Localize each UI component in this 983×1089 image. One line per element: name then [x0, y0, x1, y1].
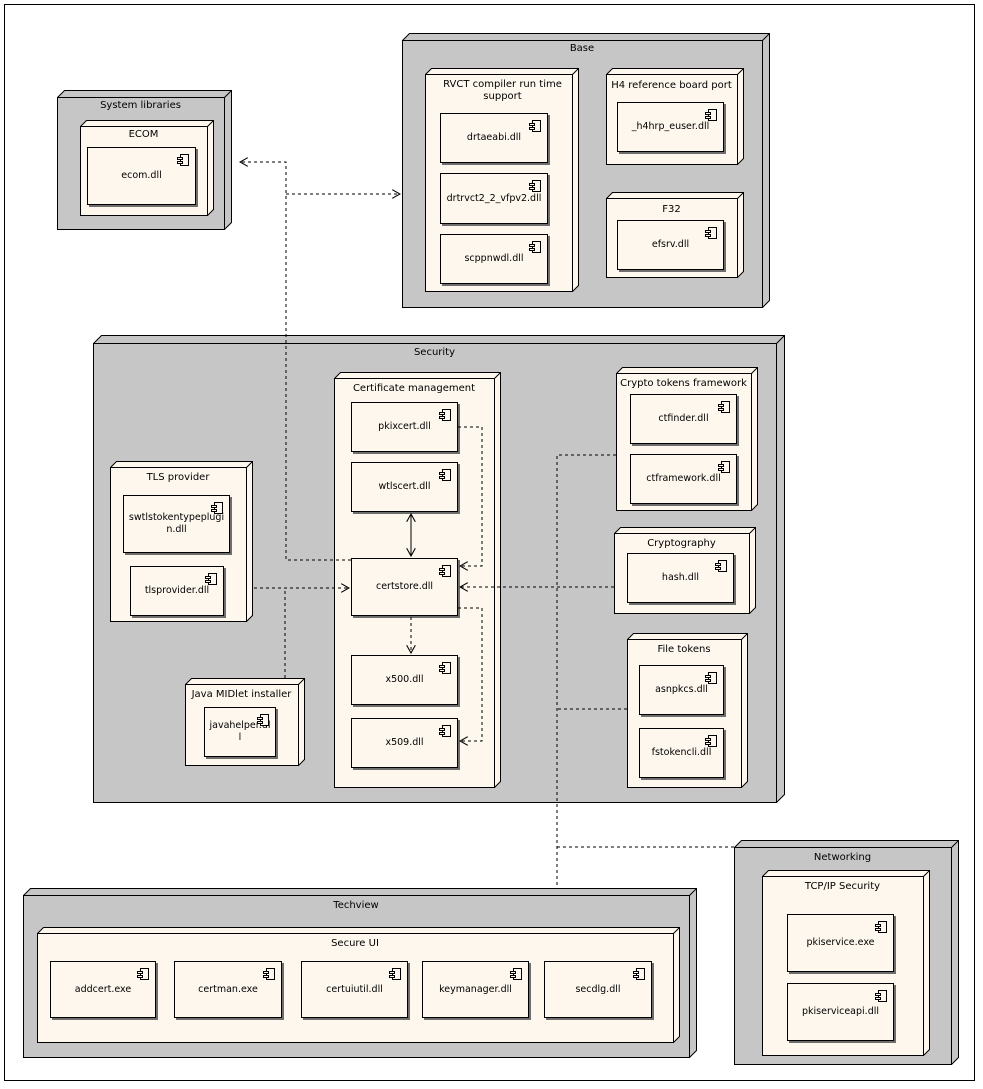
component-ctfinder-dll[interactable]: ctfinder.dll: [630, 394, 737, 444]
component-label: hash.dll: [661, 572, 700, 583]
component-label: addcert.exe: [74, 983, 132, 995]
node-title: TLS provider: [146, 472, 210, 483]
component-label: ctfinder.dll: [658, 413, 709, 424]
component-javahelper-dll[interactable]: javahelper.dll: [204, 707, 276, 757]
component-icon: [875, 990, 887, 1002]
component-x509-dll[interactable]: x509.dll: [351, 718, 458, 768]
component-icon: [439, 725, 451, 737]
node-title: Certificate management: [352, 383, 476, 394]
component-icon: [439, 662, 451, 674]
node-title: File tokens: [657, 644, 711, 655]
component-swtlstokentypeplugin-dll[interactable]: swtlstokentypeplugin.dll: [123, 495, 230, 553]
component-icon: [705, 109, 717, 121]
component-icon: [705, 227, 717, 239]
node-title: Security: [413, 347, 456, 358]
component-drtaeabi-dll[interactable]: drtaeabi.dll: [440, 113, 548, 163]
component-label: certstore.dll: [375, 581, 434, 592]
node-title: Java MIDlet installer: [191, 689, 292, 700]
component-label: drtaeabi.dll: [466, 132, 522, 143]
node-title: RVCT compiler run time support: [443, 79, 562, 102]
node-title: Base: [569, 43, 595, 54]
node-title: TCP/IP Security: [804, 881, 881, 892]
component-pkiserviceapi-dll[interactable]: pkiserviceapi.dll: [787, 983, 894, 1041]
component-icon: [439, 409, 451, 421]
component-label: certman.exe: [198, 983, 258, 995]
component-icon: [439, 565, 451, 577]
node-title: H4 reference board port: [611, 80, 732, 91]
component-drtrvct-dll[interactable]: drtrvct2_2_vfpv2.dll: [440, 173, 548, 224]
component-icon: [389, 968, 401, 980]
component-label: drtrvct2_2_vfpv2.dll: [446, 192, 542, 204]
node-title: Secure UI: [331, 938, 379, 949]
node-title: ECOM: [128, 129, 159, 140]
component-certman-exe[interactable]: certman.exe: [174, 961, 282, 1018]
component-icon: [137, 968, 149, 980]
component-icon: [211, 502, 223, 514]
component-label: pkiservice.exe: [806, 937, 875, 948]
component-certuiutil-dll[interactable]: certuiutil.dll: [301, 961, 408, 1018]
component-addcert-exe[interactable]: addcert.exe: [50, 961, 156, 1018]
component-certstore-dll[interactable]: certstore.dll: [351, 558, 458, 616]
component-tlsprovider-dll[interactable]: tlsprovider.dll: [130, 566, 224, 616]
component-label: fstokencli.dll: [651, 747, 712, 758]
component-icon: [715, 560, 727, 572]
component-wtlscert-dll[interactable]: wtlscert.dll: [351, 462, 458, 512]
component-icon: [529, 241, 541, 253]
component-secdlg-dll[interactable]: secdlg.dll: [544, 961, 652, 1018]
component-pkiservice-exe[interactable]: pkiservice.exe: [787, 914, 894, 972]
component-label: efsrv.dll: [651, 239, 690, 250]
component-label: asnpkcs.dll: [655, 684, 708, 695]
component-icon: [257, 714, 269, 726]
component-pkixcert-dll[interactable]: pkixcert.dll: [351, 402, 458, 452]
component-icon: [205, 573, 217, 585]
component-icon: [439, 469, 451, 481]
component-icon: [875, 921, 887, 933]
component-label: javahelper.dll: [209, 720, 271, 743]
node-title: Cryptography: [647, 538, 716, 549]
component-label: secdlg.dll: [575, 983, 621, 995]
component-label: ctframework.dll: [646, 473, 721, 484]
component-label: ecom.dll: [121, 170, 162, 181]
node-title: Networking: [813, 852, 872, 863]
component-label: pkixcert.dll: [378, 421, 431, 432]
component-fstokencli-dll[interactable]: fstokencli.dll: [639, 728, 724, 778]
component-label: _h4hrp_euser.dll: [631, 121, 710, 132]
node-title: Crypto tokens framework: [620, 378, 747, 389]
component-label: keymanager.dll: [439, 983, 512, 995]
component-icon: [510, 968, 522, 980]
component-x500-dll[interactable]: x500.dll: [351, 655, 458, 705]
component-icon: [705, 672, 717, 684]
component-ctframework-dll[interactable]: ctframework.dll: [630, 454, 737, 504]
component-label: x500.dll: [385, 674, 424, 685]
component-efsrv-dll[interactable]: efsrv.dll: [617, 220, 724, 270]
component-asnpkcs-dll[interactable]: asnpkcs.dll: [639, 665, 724, 715]
component-label: scppnwdl.dll: [464, 253, 524, 264]
component-icon: [705, 735, 717, 747]
component-ecom-dll[interactable]: ecom.dll: [87, 147, 196, 205]
node-title: Techview: [333, 900, 379, 911]
component-label: wtlscert.dll: [378, 481, 431, 492]
component-hash-dll[interactable]: hash.dll: [627, 553, 734, 603]
node-title: System libraries: [100, 100, 181, 111]
component-icon: [633, 968, 645, 980]
component-h4hrp-euser-dll[interactable]: _h4hrp_euser.dll: [617, 102, 724, 152]
node-title: F32: [662, 204, 681, 215]
component-label: certuiutil.dll: [326, 983, 383, 995]
component-icon: [177, 154, 189, 166]
component-label: pkiserviceapi.dll: [801, 1006, 880, 1017]
component-icon: [529, 120, 541, 132]
component-keymanager-dll[interactable]: keymanager.dll: [422, 961, 529, 1018]
component-icon: [718, 401, 730, 413]
component-label: x509.dll: [385, 737, 424, 748]
component-scppnwdl-dll[interactable]: scppnwdl.dll: [440, 234, 548, 284]
component-icon: [529, 180, 541, 192]
component-label: tlsprovider.dll: [144, 585, 210, 596]
component-icon: [718, 461, 730, 473]
component-icon: [263, 968, 275, 980]
component-label: swtlstokentypeplugin.dll: [128, 512, 225, 535]
